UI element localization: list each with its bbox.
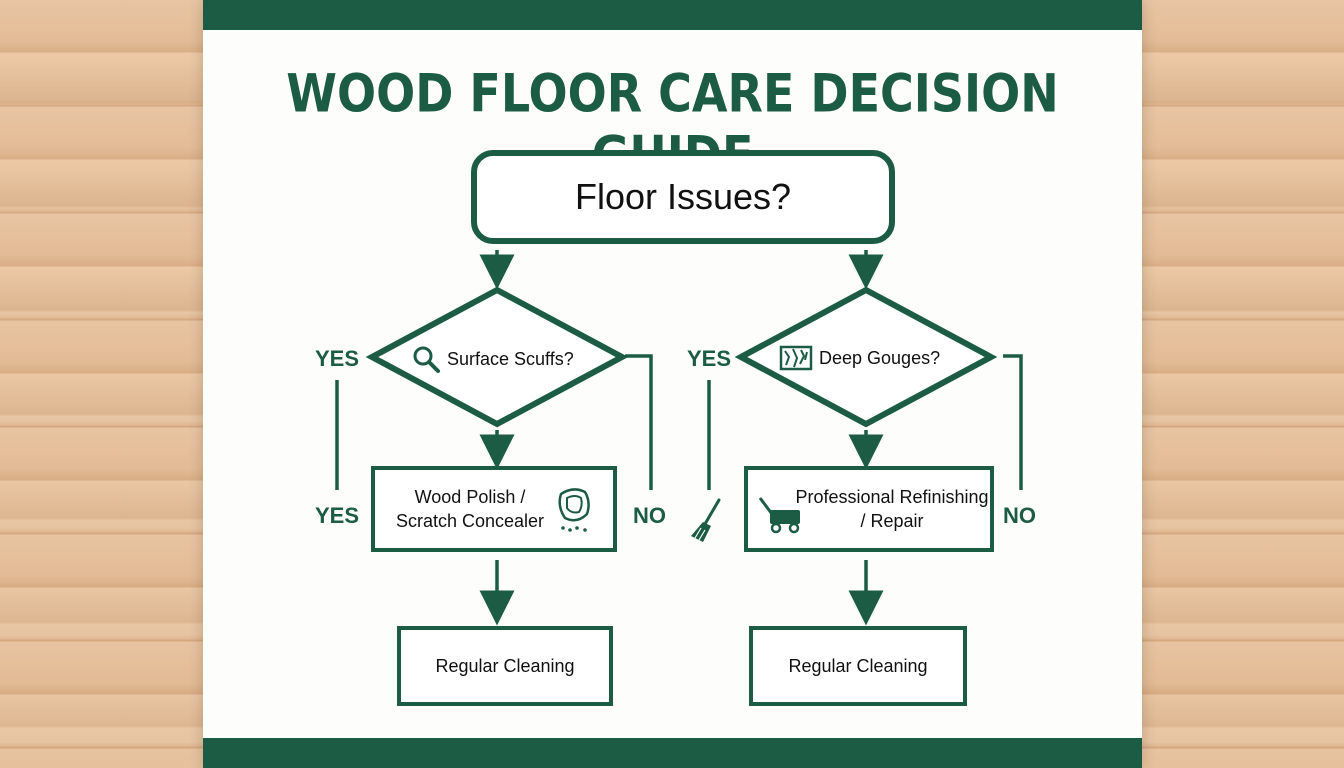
left-no-label: NO	[633, 503, 666, 528]
right-decision-diamond	[734, 286, 998, 428]
top-band	[203, 0, 1142, 30]
damaged-floor-icon	[779, 345, 813, 371]
wood-floor-background-right	[1142, 0, 1344, 768]
magnifier-icon	[413, 346, 440, 373]
right-no-label: NO	[1003, 503, 1036, 528]
left-end-label: Regular Cleaning	[435, 655, 575, 676]
left-action-line1: Wood Polish /	[414, 487, 526, 507]
left-question-label: Surface Scuffs?	[447, 348, 574, 369]
right-question: Deep Gouges?	[779, 344, 940, 372]
start-node: Floor Issues?	[471, 150, 895, 244]
start-node-label: Floor Issues?	[574, 176, 792, 217]
wood-floor-background-left	[0, 0, 203, 768]
left-yes-label-mid: YES	[315, 503, 360, 528]
right-action-box: Professional Refinishing / Repair	[744, 466, 994, 552]
right-end-label: Regular Cleaning	[788, 655, 928, 676]
left-action-box: Wood Polish / Scratch Concealer	[371, 466, 617, 552]
left-decision-diamond	[365, 286, 629, 428]
right-question-label: Deep Gouges?	[819, 347, 941, 368]
right-yes-label: YES	[687, 346, 732, 371]
decision-guide-poster: WOOD FLOOR CARE DECISION GUIDE	[203, 0, 1142, 768]
bottom-band	[203, 738, 1142, 768]
polish-cloth-icon	[558, 488, 590, 532]
left-no-connector	[625, 354, 653, 490]
right-action-line1: Professional Refinishing	[795, 487, 989, 507]
flow-connectors	[335, 250, 1023, 626]
left-end-box: Regular Cleaning	[397, 626, 613, 706]
broom-icon	[691, 498, 721, 542]
floor-sander-icon	[758, 497, 800, 534]
left-action-line2: Scratch Concealer	[395, 511, 545, 531]
left-action-text: Wood Polish / Scratch Concealer	[396, 485, 544, 533]
right-no-connector	[1003, 354, 1023, 490]
right-action-line2: / Repair	[860, 511, 924, 531]
left-yes-label-top: YES	[315, 346, 360, 371]
right-action-text: Professional Refinishing / Repair	[795, 485, 988, 533]
left-question: Surface Scuffs?	[411, 344, 574, 374]
right-end-box: Regular Cleaning	[749, 626, 967, 706]
